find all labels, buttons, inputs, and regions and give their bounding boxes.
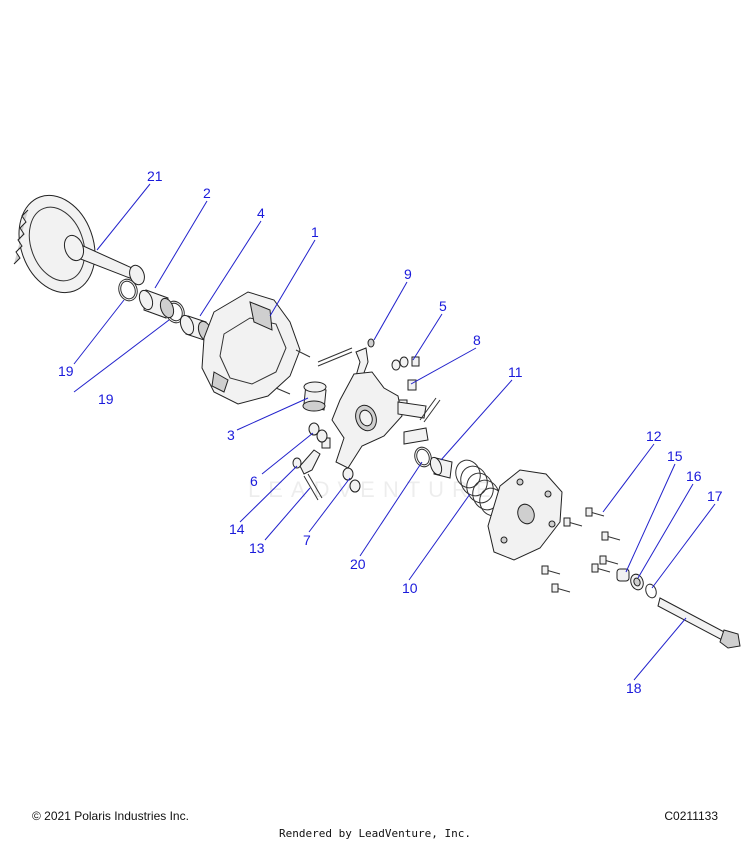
callout-12: 12 bbox=[646, 428, 662, 444]
callout-8: 8 bbox=[473, 332, 481, 348]
part-15-spacer bbox=[616, 568, 630, 582]
callout-16: 16 bbox=[686, 468, 702, 484]
part-10-spring bbox=[455, 459, 505, 517]
part-3-bushing bbox=[302, 381, 327, 412]
watermark: LEADVENTURE bbox=[248, 477, 499, 502]
callout-18: 18 bbox=[626, 680, 642, 696]
callout-6: 6 bbox=[250, 473, 258, 489]
callout-13: 13 bbox=[249, 540, 265, 556]
rendered-by-text: Rendered by LeadVenture, Inc. bbox=[278, 827, 472, 840]
callout-11: 11 bbox=[508, 364, 523, 380]
callout-4: 4 bbox=[257, 205, 265, 221]
callout-labels: 21 2 4 1 19 19 9 5 8 11 3 6 14 13 7 20 1… bbox=[58, 168, 723, 696]
part-1-spider-housing bbox=[201, 291, 311, 405]
part-pin-upper bbox=[317, 347, 353, 367]
part-17-ring bbox=[645, 583, 657, 599]
callout-21: 21 bbox=[147, 168, 163, 184]
callout-20: 20 bbox=[350, 556, 366, 572]
part-19-o-ring-1 bbox=[118, 278, 138, 302]
part-5-roller-set bbox=[391, 356, 420, 371]
callout-5: 5 bbox=[439, 298, 447, 314]
figure-id: C0211133 bbox=[664, 809, 718, 823]
callout-7: 7 bbox=[303, 532, 311, 548]
callout-1: 1 bbox=[311, 224, 319, 240]
callout-10: 10 bbox=[402, 580, 418, 596]
part-13-pin bbox=[303, 473, 323, 501]
callout-3: 3 bbox=[227, 427, 235, 443]
callout-2: 2 bbox=[203, 185, 211, 201]
part-pin-lower bbox=[419, 397, 441, 423]
part-18-long-bolt bbox=[657, 597, 741, 649]
part-6-washers bbox=[308, 422, 328, 443]
callout-14: 14 bbox=[229, 521, 245, 537]
part-11-bushing bbox=[429, 456, 453, 479]
part-2-bushing bbox=[138, 289, 175, 319]
part-flyweight-lower bbox=[299, 449, 321, 475]
callout-19-a: 19 bbox=[58, 363, 74, 379]
part-9-nut bbox=[367, 338, 375, 348]
part-spider bbox=[331, 371, 429, 469]
copyright-text: © 2021 Polaris Industries Inc. bbox=[32, 809, 189, 823]
callout-9: 9 bbox=[404, 266, 412, 282]
callout-19-b: 19 bbox=[98, 391, 114, 407]
part-21-sheave bbox=[13, 194, 145, 294]
part-7-roller bbox=[321, 437, 361, 493]
part-14-washer bbox=[292, 457, 302, 469]
part-12-bolts bbox=[541, 507, 621, 593]
part-20-ring bbox=[414, 446, 432, 468]
callout-17: 17 bbox=[707, 488, 723, 504]
callout-15: 15 bbox=[667, 448, 683, 464]
part-cover-plate bbox=[487, 469, 563, 561]
leader-lines bbox=[73, 183, 716, 681]
part-16-washer bbox=[630, 573, 644, 591]
